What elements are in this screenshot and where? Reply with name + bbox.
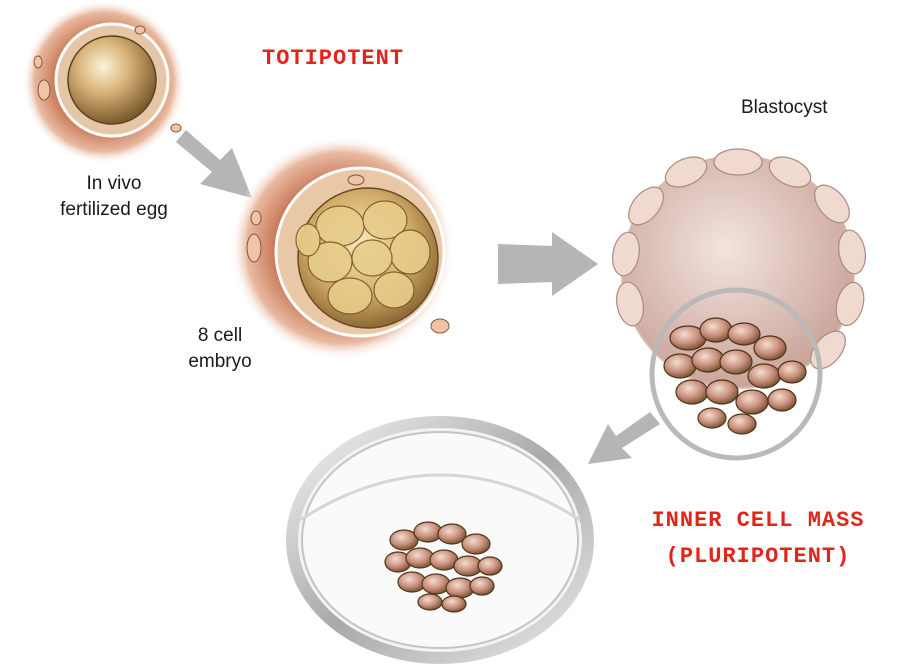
blastocyst-icon [609, 149, 868, 458]
totipotent-label: TOTIPOTENT [262, 44, 404, 74]
egg-label-line2: fertilized egg [34, 198, 194, 222]
arrow-blastocyst-to-dish [588, 412, 660, 464]
egg-label-line1: In vivo [34, 172, 194, 196]
fertilized-egg-icon [22, 0, 186, 164]
blastocyst-label: Blastocyst [741, 96, 828, 120]
embryo-label-line2: embryo [160, 350, 280, 374]
arrow-embryo-to-blastocyst [498, 232, 598, 296]
icm-label-line1: INNER CELL MASS [604, 506, 912, 536]
petri-dish-icon [292, 422, 588, 658]
icm-label-line2: (PLURIPOTENT) [604, 542, 912, 572]
embryo-label-line1: 8 cell [160, 324, 280, 348]
